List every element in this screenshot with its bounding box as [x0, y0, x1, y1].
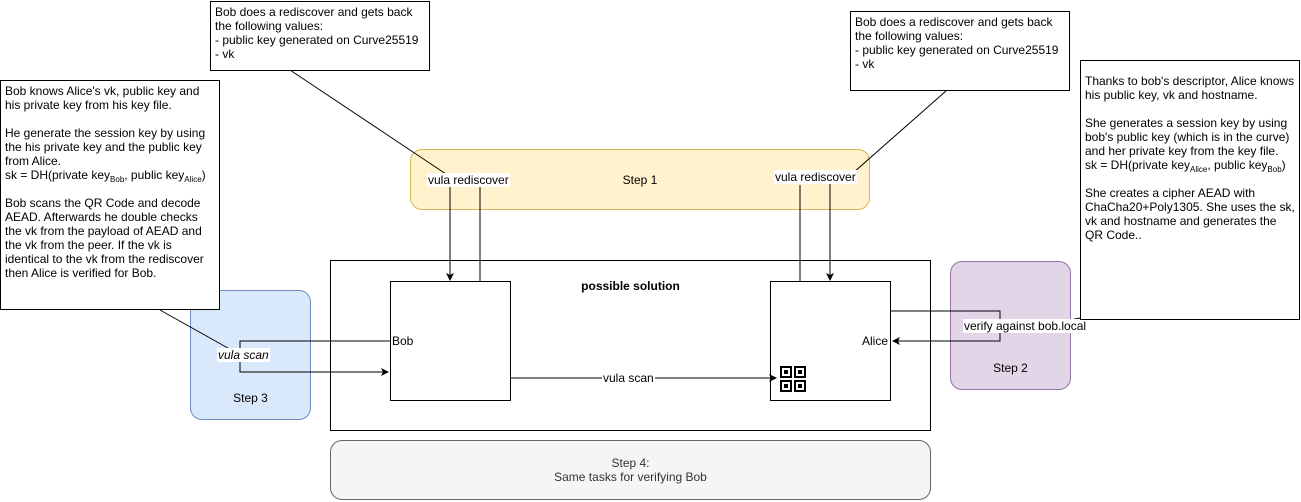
alice-label: Alice [862, 334, 889, 348]
note-top-left: Bob does a rediscover and gets back the … [210, 1, 430, 71]
rediscover-left-label: vula rediscover [427, 173, 510, 187]
note-left-p3: Bob scans the QR Code and decode AEAD. A… [5, 196, 204, 280]
qr-code-icon [780, 366, 806, 392]
verify-label: verify against bob.local [963, 319, 1088, 333]
callout-top-right-pointer [844, 90, 947, 181]
step-1-label: Step 1 [622, 172, 658, 187]
callout-left-pointer [159, 309, 236, 353]
step-2-label: Step 2 [993, 361, 1028, 375]
note-right-formula: sk = DH(private keyAlice, public keyBob) [1085, 158, 1286, 174]
note-right-p2: She generates a session key by using bob… [1085, 116, 1295, 174]
note-right-p1: Thanks to bob's descriptor, Alice knows … [1085, 74, 1295, 102]
note-left-p1: Bob knows Alice's vk, public key and his… [5, 84, 200, 112]
note-right: Thanks to bob's descriptor, Alice knows … [1080, 60, 1300, 320]
note-right-p2-text: She generates a session key by using bob… [1085, 116, 1290, 158]
step-4-description: Same tasks for verifying Bob [554, 470, 707, 484]
step-3-label: Step 3 [233, 391, 268, 405]
note-left: Bob knows Alice's vk, public key and his… [0, 80, 220, 310]
note-left-p2-text: He generate the session key by using the… [5, 126, 206, 168]
frame-title: possible solution [581, 279, 680, 293]
vula-scan-left-label: vula scan [217, 348, 270, 362]
note-left-formula: sk = DH(private keyBob, public keyAlice) [5, 168, 206, 184]
vula-scan-center-label: vula scan [602, 371, 655, 385]
note-right-p3: She creates a cipher AEAD with ChaCha20+… [1085, 186, 1295, 242]
rediscover-right-label: vula rediscover [774, 170, 857, 184]
step-4-box: Step 4: Same tasks for verifying Bob [330, 440, 931, 500]
note-left-p2: He generate the session key by using the… [5, 126, 215, 184]
callout-top-left-pointer [289, 69, 456, 181]
bob-node [390, 281, 511, 401]
bob-label: Bob [392, 334, 414, 348]
step-4-title: Step 4: [611, 456, 650, 470]
note-top-right: Bob does a rediscover and gets back the … [850, 11, 1070, 91]
